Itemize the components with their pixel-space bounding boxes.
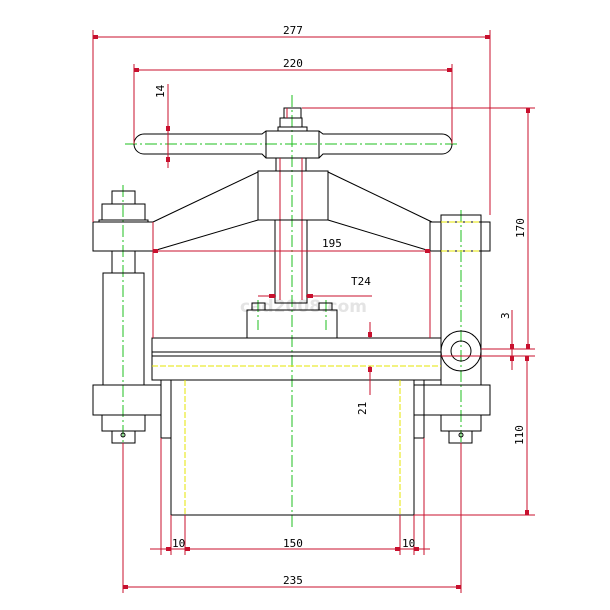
dim-platen-thickness: 21 bbox=[356, 402, 369, 415]
dim-flange-right: 10 bbox=[402, 537, 415, 550]
dim-handle-diameter: 14 bbox=[154, 84, 167, 98]
dim-flange-left: 10 bbox=[172, 537, 185, 550]
dim-lower-height: 110 bbox=[513, 425, 526, 445]
watermark: cad2008.com bbox=[240, 297, 367, 317]
dim-box-inner-width: 150 bbox=[283, 537, 303, 550]
centerlines bbox=[122, 95, 462, 530]
dim-bracket-span: 195 bbox=[322, 237, 342, 250]
dim-upper-height: 170 bbox=[514, 218, 527, 238]
dim-thread: T24 bbox=[351, 275, 371, 288]
dim-gap: 3 bbox=[499, 312, 512, 319]
handle bbox=[133, 107, 453, 159]
dim-handle-length: 220 bbox=[283, 57, 303, 70]
dimension-lines bbox=[92, 30, 535, 593]
platen bbox=[151, 302, 442, 381]
dim-base-width: 235 bbox=[283, 574, 303, 587]
spindle bbox=[274, 158, 308, 304]
base-box bbox=[160, 379, 425, 516]
left-column bbox=[92, 190, 162, 444]
dim-overall-width: 277 bbox=[283, 24, 303, 37]
right-column bbox=[413, 214, 491, 444]
